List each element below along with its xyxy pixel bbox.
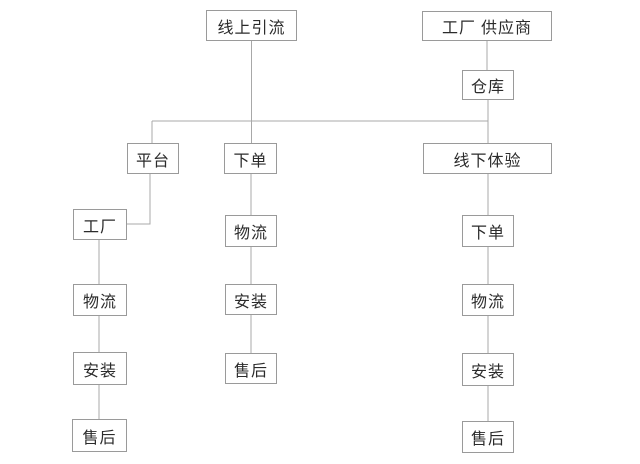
node-online-traffic: 线上引流 [206, 10, 297, 41]
node-install-left: 安装 [73, 352, 127, 385]
node-factory-supplier: 工厂 供应商 [422, 11, 552, 41]
node-logistics-mid: 物流 [225, 215, 277, 247]
node-aftersale-mid: 售后 [225, 353, 277, 384]
node-logistics-right: 物流 [462, 284, 514, 316]
node-offline-experience: 线下体验 [423, 143, 552, 174]
edge-platform-to-factory [127, 174, 151, 225]
node-order-mid: 下单 [224, 143, 277, 174]
node-install-right: 安装 [462, 353, 514, 386]
node-factory: 工厂 [73, 209, 127, 240]
node-install-mid: 安装 [225, 284, 277, 315]
node-aftersale-right: 售后 [462, 421, 514, 453]
node-platform: 平台 [127, 143, 179, 174]
node-order-right: 下单 [462, 215, 514, 247]
node-logistics-left: 物流 [73, 284, 127, 316]
node-aftersale-left: 售后 [72, 419, 127, 452]
node-warehouse: 仓库 [462, 70, 514, 100]
